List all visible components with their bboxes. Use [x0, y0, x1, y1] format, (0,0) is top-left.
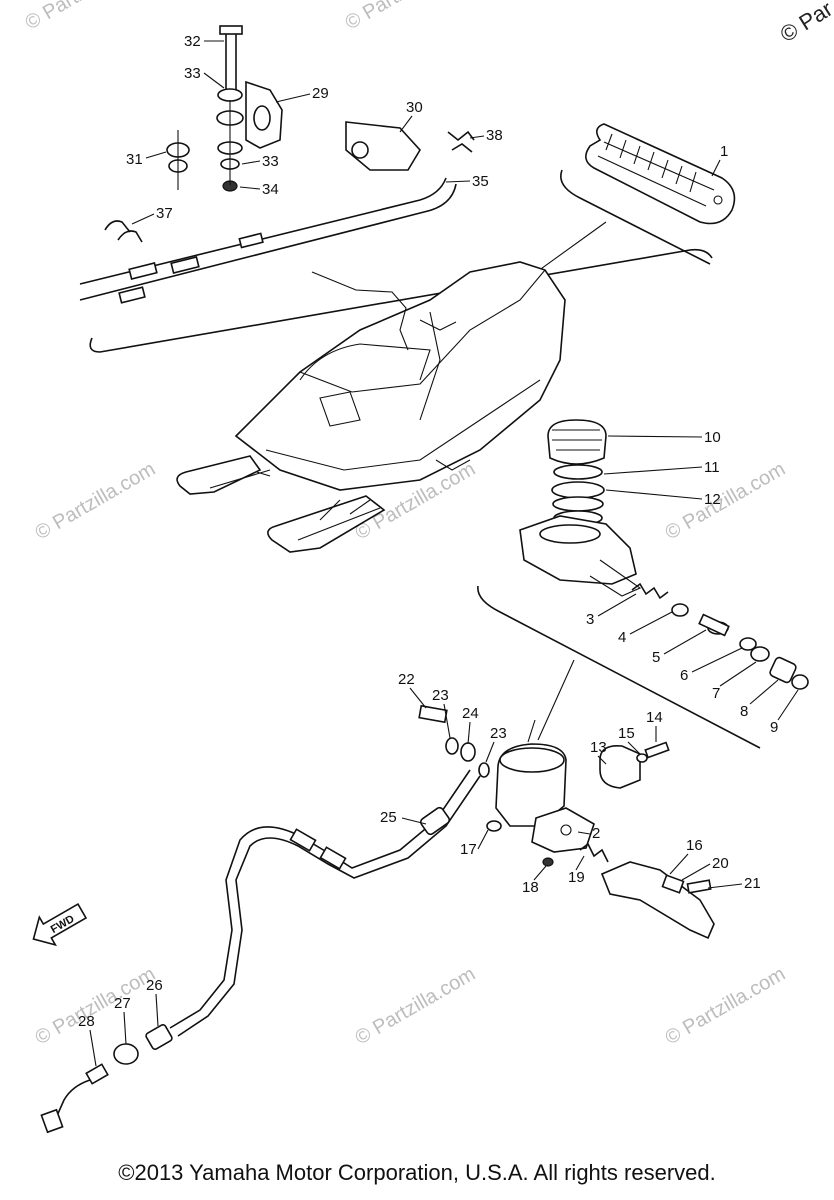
clamp-13 [599, 744, 641, 789]
fwd-label: FWD [49, 913, 77, 936]
callout-label: 12 [704, 491, 721, 508]
callout-label: 33 [184, 65, 201, 82]
watermark: © Partzilla.com [32, 458, 160, 544]
throttle-cables [79, 177, 457, 304]
watermark: © Partzilla.com [662, 458, 790, 544]
lever-30 [345, 121, 421, 171]
callout-label: 18 [522, 879, 539, 896]
callout-label: 23 [432, 687, 449, 704]
handle-grip [585, 123, 736, 225]
small-parts-17-18 [486, 820, 554, 867]
fwd-arrow: FWD [32, 902, 88, 947]
watermark: © Partzilla.com [662, 963, 790, 1049]
callout-label: 25 [380, 809, 397, 826]
group-outline-grip [560, 169, 711, 265]
piston-kit [631, 582, 809, 690]
snowmobile-body [176, 261, 566, 553]
reservoir-cap-assembly [547, 419, 607, 526]
group-outline-piston [477, 585, 761, 749]
callout-label: 23 [490, 725, 507, 742]
group-outline-upper [89, 248, 713, 353]
copyright-notice: ©2013 Yamaha Motor Corporation, U.S.A. A… [118, 1160, 716, 1185]
callout-label: 27 [114, 995, 131, 1012]
watermark: © Partzilla.com [352, 963, 480, 1049]
clip-37 [104, 220, 143, 243]
callout-label: 16 [686, 837, 703, 854]
leader-cable-to-body [311, 271, 409, 351]
callout-label: 24 [462, 705, 479, 722]
exploded-view-drawing: © Partzilla.com © Partzilla.com © Partzi… [22, 0, 809, 1134]
callout-label: 17 [460, 841, 477, 858]
callout-label: 35 [472, 173, 489, 190]
callout-label: 9 [770, 719, 778, 736]
spring-38 [447, 130, 475, 153]
callout-label: 31 [126, 151, 143, 168]
callout-label: 7 [712, 685, 720, 702]
callout-label: 33 [262, 153, 279, 170]
callout-label: 11 [704, 459, 720, 476]
leader-body-2 [419, 319, 457, 331]
callout-label: 37 [156, 205, 173, 222]
callout-label: 34 [262, 181, 279, 198]
brake-hose [40, 769, 481, 1134]
leader-piston [537, 659, 575, 741]
watermark: © Partzilla.com [22, 0, 150, 34]
callout-label: 10 [704, 429, 721, 446]
callout-label: 2 [592, 825, 600, 842]
callout-label: 15 [618, 725, 635, 742]
callout-label: 38 [486, 127, 503, 144]
callouts: 32 33 29 31 33 34 37 30 38 35 1 10 11 12… [78, 33, 799, 1067]
callout-label: 32 [184, 33, 201, 50]
callout-label: 4 [618, 629, 626, 646]
callout-label: 29 [312, 85, 329, 102]
callout-label: 19 [568, 869, 585, 886]
watermark: © Partzilla.com [32, 963, 160, 1049]
callout-label: 20 [712, 855, 729, 872]
watermark: © Partzilla.com [342, 0, 470, 34]
bolt-14-15 [636, 741, 670, 763]
callout-label: 28 [78, 1013, 95, 1030]
callout-label: 8 [740, 703, 748, 720]
callout-label: 13 [590, 739, 607, 756]
brake-master-cylinder [495, 743, 595, 853]
callout-label: 30 [406, 99, 423, 116]
callout-label: 5 [652, 649, 660, 666]
callout-label: 6 [680, 667, 688, 684]
callout-label: 14 [646, 709, 663, 726]
callout-label: 3 [586, 611, 594, 628]
callout-label: 26 [146, 977, 163, 994]
callout-label: 22 [398, 671, 415, 688]
bracket-assembly [166, 25, 283, 192]
master-cylinder-body [519, 515, 642, 597]
callout-label: 1 [720, 143, 728, 160]
leader-mc [527, 719, 536, 743]
callout-label: 21 [744, 875, 761, 892]
brake-lever [579, 842, 715, 940]
